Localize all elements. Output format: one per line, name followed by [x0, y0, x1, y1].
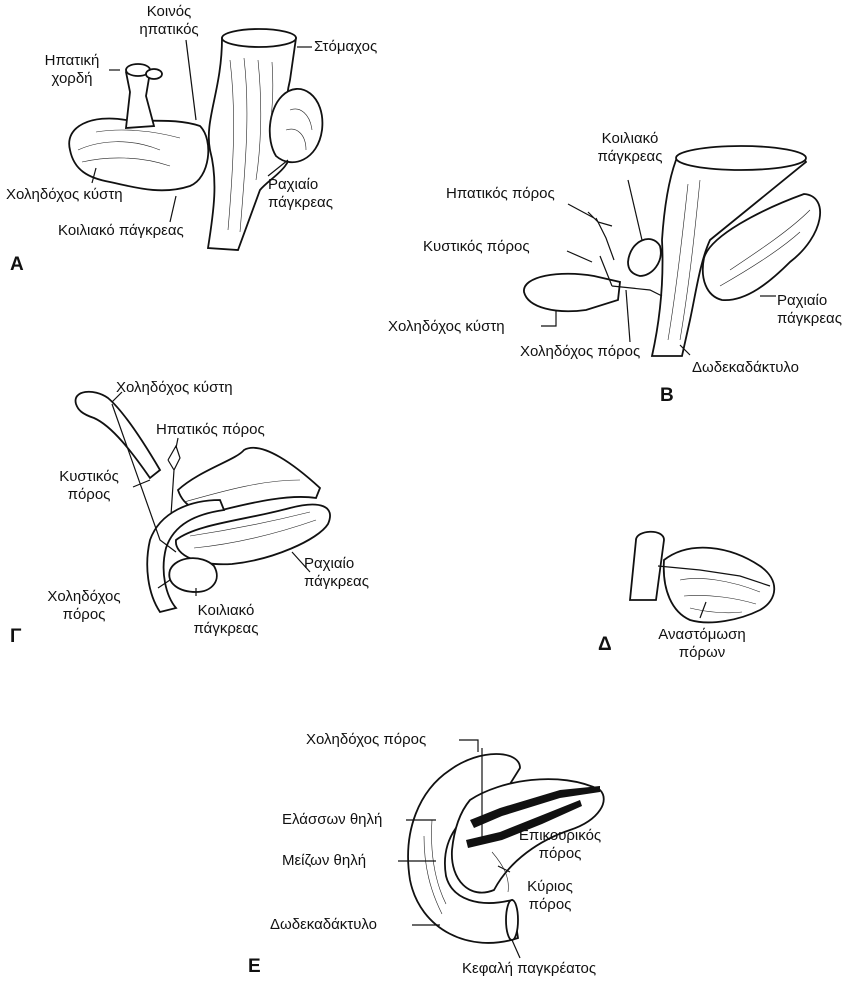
g-label-dorsal-pancreas-line1: Ραχιαίο [304, 555, 369, 573]
b-stomach-opening [676, 146, 806, 170]
g-gallbladder [76, 392, 160, 478]
panel-e-letter: Ε [248, 956, 261, 978]
e-label-main-duct: Κύριος πόρος [510, 878, 590, 914]
b-label-dorsal-pancreas-line2: πάγκρεας [777, 310, 842, 328]
g-label-cystic-duct: Κυστικός πόρος [46, 468, 132, 504]
e-label-main-duct-line2: πόρος [510, 896, 590, 914]
e-label-minor-papilla: Ελάσσων θηλή [282, 811, 382, 829]
e-label-major-papilla: Μείζων θηλή [282, 852, 366, 870]
b-label-bile-duct: Χοληδόχος πόρος [520, 343, 640, 361]
a-dorsal-pancreas [270, 89, 323, 162]
d-label-duct-anastomosis: Αναστόμωση πόρων [650, 626, 754, 662]
a-label-common-hepatic-line1: Κοινός [124, 3, 214, 21]
e-label-accessory-duct-line1: Επικουρικός [512, 827, 608, 845]
panel-d-drawing [630, 532, 774, 623]
b-label-dorsal-pancreas: Ραχιαίο πάγκρεας [777, 292, 842, 328]
e-label-duodenum: Δωδεκαδάκτυλο [270, 916, 377, 934]
a-label-hepatic-cord-line2: χορδή [34, 70, 110, 88]
b-label-ventral-pancreas-line2: πάγκρεας [588, 148, 672, 166]
a-label-hepatic-cord-line1: Ηπατική [34, 52, 110, 70]
g-label-dorsal-pancreas: Ραχιαίο πάγκρεας [304, 555, 369, 591]
a-label-ventral-pancreas: Κοιλιακό πάγκρεας [58, 222, 184, 240]
b-label-cystic-duct: Κυστικός πόρος [423, 238, 530, 256]
a-label-dorsal-pancreas-line2: πάγκρεας [268, 194, 333, 212]
d-label-duct-anastomosis-line1: Αναστόμωση [650, 626, 754, 644]
a-label-dorsal-pancreas: Ραχιαίο πάγκρεας [268, 176, 333, 212]
d-label-duct-anastomosis-line2: πόρων [650, 644, 754, 662]
a-label-dorsal-pancreas-line1: Ραχιαίο [268, 176, 333, 194]
g-ventral-pancreas [169, 558, 217, 592]
panel-a-letter: Α [10, 254, 24, 276]
g-label-ventral-pancreas-line1: Κοιλιακό [180, 602, 272, 620]
a-label-common-hepatic-line2: ηπατικός [124, 21, 214, 39]
g-label-bile-duct: Χοληδόχος πόρος [34, 588, 134, 624]
e-label-accessory-duct: Επικουρικός πόρος [512, 827, 608, 863]
a-gallbladder [69, 118, 208, 190]
g-label-bile-duct-line2: πόρος [34, 606, 134, 624]
g-label-ventral-pancreas-line2: πάγκρεας [180, 620, 272, 638]
b-label-hepatic-duct: Ηπατικός πόρος [446, 185, 555, 203]
b-label-ventral-pancreas-line1: Κοιλιακό [588, 130, 672, 148]
g-label-ventral-pancreas: Κοιλιακό πάγκρεας [180, 602, 272, 638]
g-label-cystic-duct-line2: πόρος [46, 486, 132, 504]
g-label-gallbladder: Χοληδόχος κύστη [116, 379, 233, 397]
b-label-duodenum: Δωδεκαδάκτυλο [692, 359, 799, 377]
e-label-pancreas-head: Κεφαλή παγκρέατος [462, 960, 596, 978]
b-ventral-pancreas [628, 239, 661, 276]
g-label-dorsal-pancreas-line2: πάγκρεας [304, 573, 369, 591]
g-label-bile-duct-line1: Χοληδόχος [34, 588, 134, 606]
b-gallbladder [524, 274, 620, 311]
panel-d-letter: Δ [598, 634, 612, 656]
panel-g-letter: Γ [10, 626, 21, 648]
e-label-bile-duct: Χοληδόχος πόρος [306, 731, 426, 749]
b-label-gallbladder: Χοληδόχος κύστη [388, 318, 505, 336]
a-label-stomach: Στόμαχος [314, 38, 377, 56]
e-label-accessory-duct-line2: πόρος [512, 845, 608, 863]
a-label-gallbladder: Χοληδόχος κύστη [6, 186, 123, 204]
a-stomach-opening [222, 29, 296, 47]
a-label-common-hepatic: Κοινός ηπατικός [124, 3, 214, 39]
g-label-cystic-duct-line1: Κυστικός [46, 468, 132, 486]
d-pancreas [664, 548, 775, 623]
g-label-hepatic-duct: Ηπατικός πόρος [156, 421, 265, 439]
panel-b-letter: Β [660, 385, 674, 407]
b-label-dorsal-pancreas-line1: Ραχιαίο [777, 292, 842, 310]
a-label-hepatic-cord: Ηπατική χορδή [34, 52, 110, 88]
e-label-main-duct-line1: Κύριος [510, 878, 590, 896]
b-label-ventral-pancreas: Κοιλιακό πάγκρεας [588, 130, 672, 166]
